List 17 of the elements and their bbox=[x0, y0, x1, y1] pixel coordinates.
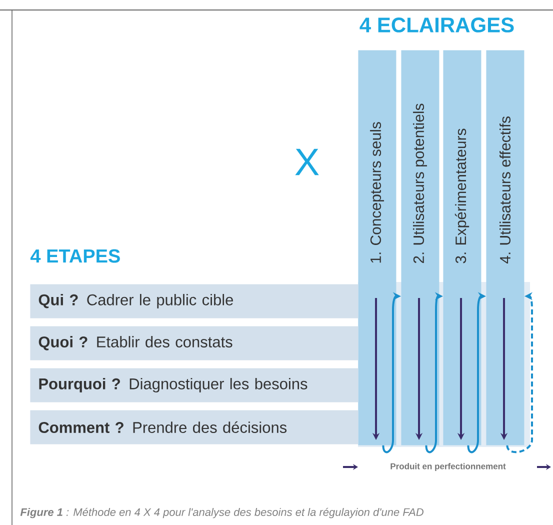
heading: 4 ETAPES bbox=[30, 249, 120, 263]
column-header bbox=[443, 50, 482, 446]
caption: Figure 1 : Méthode en 4 X 4 pour l'analyse des besoins et la régulayion d'une FAD bbox=[20, 508, 424, 518]
column-header bbox=[486, 50, 524, 446]
heading: 4 ECLAIRAGES bbox=[360, 18, 514, 32]
step-bar: Quoi ? Etablir des constats bbox=[30, 326, 358, 360]
step-bar: Pourquoi ? Diagnostiquer les besoins bbox=[30, 368, 358, 402]
step-bar: Qui ? Cadrer le public cible bbox=[30, 284, 358, 318]
node-label: 2. Utilisateurs potentiels bbox=[413, 104, 427, 264]
step-bar: Comment ? Prendre des décisions bbox=[30, 410, 358, 444]
node-label: 1. Concepteurs seuls bbox=[370, 122, 384, 263]
column-header bbox=[401, 50, 440, 446]
node-label: 4. Utilisateurs effectifs bbox=[500, 116, 511, 264]
times-sign: X bbox=[295, 148, 319, 176]
column-header bbox=[358, 50, 396, 446]
note: Produit en perfectionnement bbox=[390, 463, 506, 471]
node-label: 3. Expérimentateurs bbox=[454, 128, 470, 264]
